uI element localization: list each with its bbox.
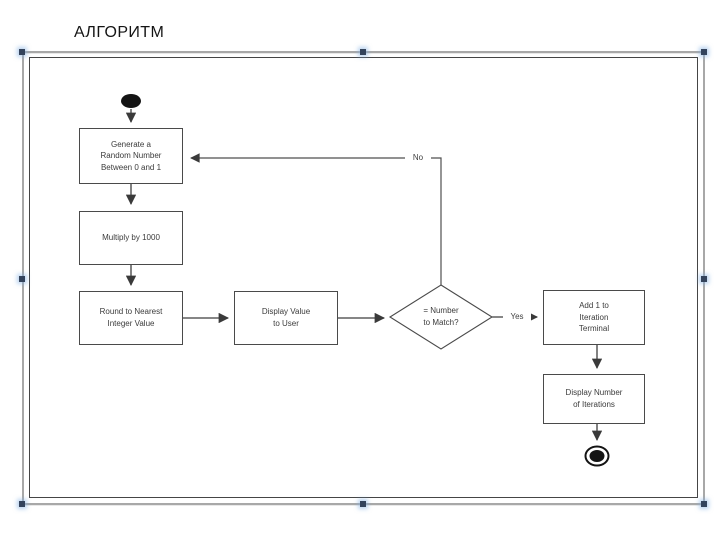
slide-title: АЛГОРИТМ (74, 24, 165, 41)
selection-handle-bottom-left[interactable] (19, 501, 25, 507)
selection-handle-top-middle[interactable] (360, 49, 366, 55)
edge-no-loop (190, 153, 442, 285)
start-terminal-icon (121, 94, 141, 108)
end-terminal-ring-icon (584, 445, 610, 467)
decision-diamond-shape (388, 284, 494, 350)
node-generate: Generate a Random Number Between 0 and 1 (79, 128, 183, 184)
selection-handle-top-left[interactable] (19, 49, 25, 55)
edge-label-yes: Yes (503, 312, 531, 322)
node-multiply: Multiply by 1000 (79, 211, 183, 265)
node-decision-label: = Number to Match? (423, 306, 459, 327)
node-add-iteration: Add 1 to Iteration Terminal (543, 290, 645, 345)
selection-handle-middle-right[interactable] (701, 276, 707, 282)
end-terminal-core-icon (589, 450, 605, 462)
edge-label-no: No (405, 153, 431, 163)
selection-handle-top-right[interactable] (701, 49, 707, 55)
selection-handle-middle-left[interactable] (19, 276, 25, 282)
node-display-iterations: Display Number of Iterations (543, 374, 645, 424)
selection-handle-bottom-right[interactable] (701, 501, 707, 507)
node-round: Round to Nearest Integer Value (79, 291, 183, 345)
selection-handle-bottom-middle[interactable] (360, 501, 366, 507)
node-display-value: Display Value to User (234, 291, 338, 345)
